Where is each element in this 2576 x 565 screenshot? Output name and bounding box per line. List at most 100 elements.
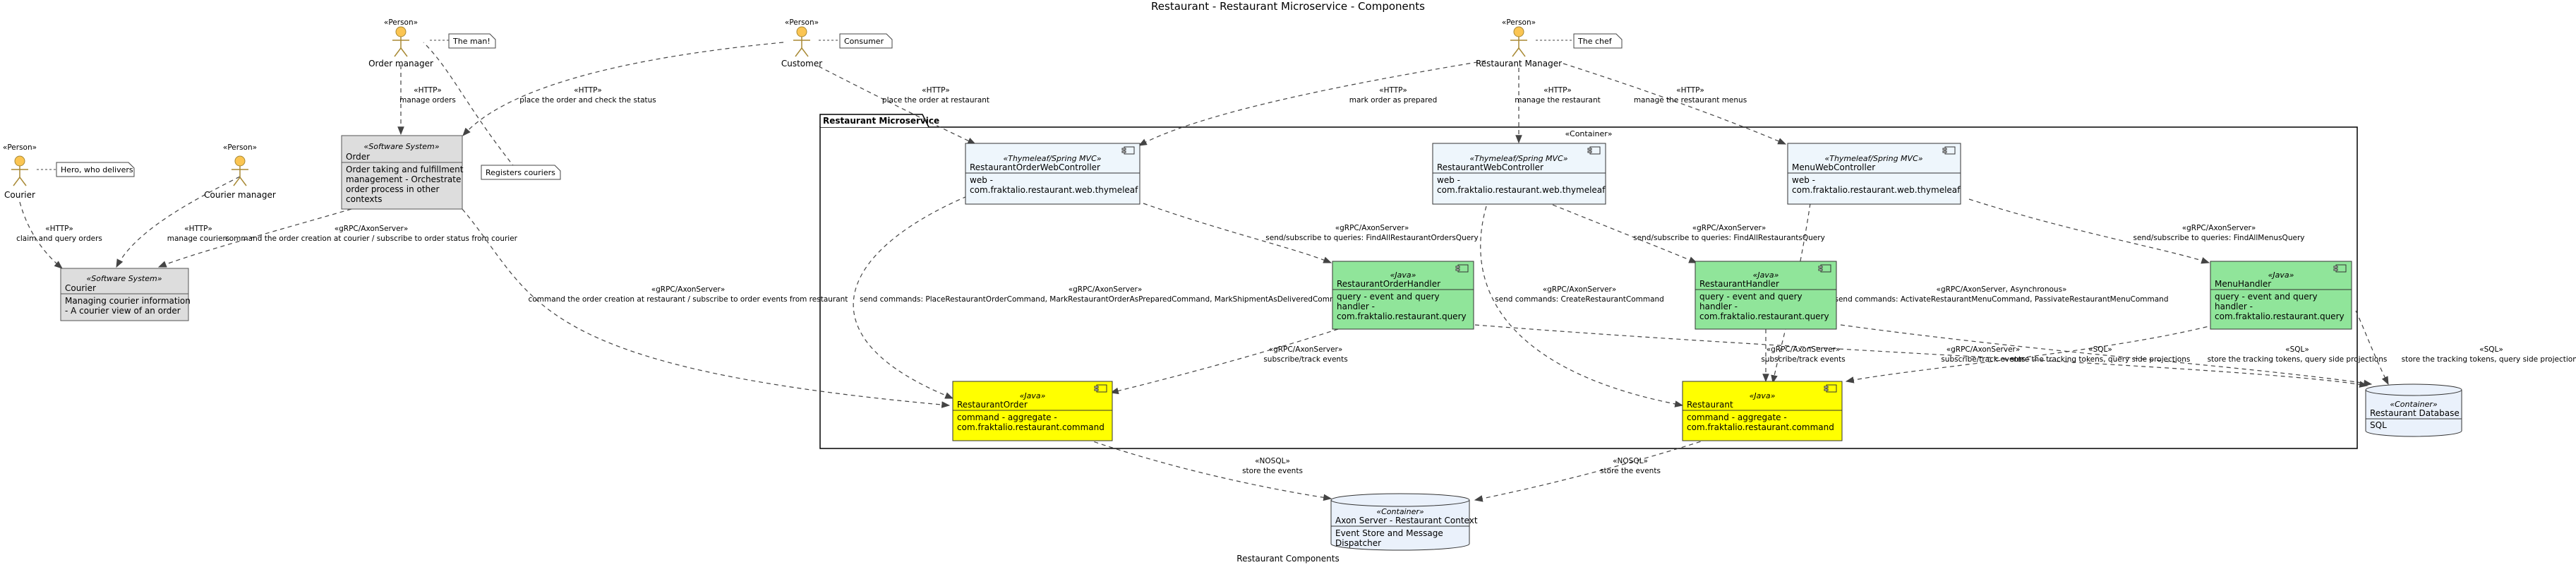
person-icon: [11, 155, 28, 186]
edge-label-om-order: «HTTP»manage orders: [399, 86, 456, 105]
component-menu-handler: «Java» MenuHandler query - event and que…: [2210, 261, 2352, 330]
component-name: MenuHandler: [2215, 279, 2271, 289]
note-text: The man!: [452, 37, 490, 46]
edge-label-mh-r: «gRPC/AxonServer»subscribe/track events: [1941, 345, 2025, 364]
database-desc: SQL: [2370, 420, 2387, 430]
note-text: Hero, who delivers: [61, 165, 133, 174]
edge-r-axon: [1474, 439, 1709, 502]
person-order-manager: «Person» Order manager: [368, 18, 433, 69]
note-order-manager: The man!: [430, 33, 496, 49]
edge-cust-rowc: [818, 66, 977, 145]
component-restaurant-web-controller: «Thymeleaf/Spring MVC» RestaurantWebCont…: [1432, 143, 1606, 205]
edge-label-cust-order: «HTTP»place the order and check the stat…: [519, 86, 656, 105]
system-courier: «Software System» Courier Managing couri…: [60, 268, 191, 321]
edge-cm-cs: [116, 176, 241, 268]
edge-label-roh-ro: «gRPC/AxonServer»subscribe/track events: [1263, 345, 1347, 364]
diagram-title: Restaurant - Restaurant Microservice - C…: [1151, 0, 1425, 13]
edge-rowc-ro: [853, 196, 968, 399]
edge-label-rh-r: «gRPC/AxonServer»subscribe/track events: [1761, 345, 1845, 364]
person-courier: «Person» Courier: [3, 143, 37, 200]
component-restaurant: «Java» Restaurant command - aggregate -c…: [1682, 381, 1843, 441]
system-name: Order: [346, 152, 370, 162]
edge-label-order-cs: «gRPC/AxonServer»command the order creat…: [225, 225, 518, 243]
edge-cust-order: [462, 42, 784, 136]
note-restaurant-manager: The chef: [1536, 33, 1623, 49]
system-stereotype: «Software System»: [86, 274, 162, 283]
edge-mwc-mh: [1968, 198, 2210, 264]
edge-label-courier-cs: «HTTP»claim and query orders: [16, 225, 102, 243]
edge-label-rh-db: «SQL»store the tracking tokens, query si…: [2208, 345, 2388, 364]
database-stereotype: «Container»: [2390, 400, 2438, 409]
edge-label-rm-mwc: «HTTP»manage the restaurant menus: [1634, 86, 1747, 105]
person-stereotype: «Person»: [384, 18, 418, 27]
edge-roh-db: [1474, 324, 2369, 388]
person-name: Courier: [4, 190, 35, 200]
edge-mh-db: [2355, 310, 2389, 386]
person-stereotype: «Person»: [223, 143, 257, 152]
component-name: RestaurantOrderWebController: [970, 162, 1100, 172]
restaurant-microservice-boundary: Restaurant Microservice «Container»: [819, 114, 2358, 449]
edge-roh-ro: [1109, 328, 1339, 395]
edge-label-r-axon: «NOSQL»store the events: [1600, 457, 1661, 475]
component-stereotype: «Java»: [1020, 391, 1046, 400]
edge-rwc-rh: [1552, 204, 1698, 263]
note-text: Consumer: [844, 37, 884, 46]
person-stereotype: «Person»: [785, 18, 819, 27]
person-stereotype: «Person»: [3, 143, 37, 152]
component-desc: command - aggregate -com.fraktalio.resta…: [1687, 412, 1834, 432]
note-registers-couriers: Registers couriers: [481, 165, 561, 180]
edge-order-cs: [157, 208, 352, 268]
component-name: MenuWebController: [1792, 162, 1875, 172]
person-icon: [392, 26, 409, 57]
person-icon: [793, 26, 810, 57]
component-stereotype: «Java»: [2268, 270, 2294, 280]
system-name: Courier: [65, 283, 96, 293]
database-stereotype: «Container»: [1376, 507, 1424, 516]
edge-label-roh-db: «SQL»store the tracking tokens, query si…: [2011, 345, 2191, 364]
component-restaurant-order-web-controller: «Thymeleaf/Spring MVC» RestaurantOrderWe…: [965, 143, 1140, 205]
edge-label-rowc-roh: «gRPC/AxonServer»send/subscribe to queri…: [1265, 224, 1478, 242]
component-stereotype: «Java»: [1750, 391, 1776, 400]
person-icon: [1510, 26, 1527, 57]
boundary-label: Restaurant Microservice: [823, 116, 939, 126]
person-name: Customer: [781, 59, 822, 69]
edge-label-rm-rowc: «HTTP»mark order as prepared: [1349, 86, 1438, 105]
edge-mwc-r: [1771, 203, 1811, 384]
note-text: The chef: [1577, 37, 1613, 46]
edge-rm-mwc: [1563, 63, 1787, 145]
component-desc: command - aggregate -com.fraktalio.resta…: [957, 412, 1105, 432]
component-stereotype: «Java»: [1390, 270, 1416, 280]
component-desc: web -com.fraktalio.restaurant.web.thymel…: [1437, 175, 1606, 195]
system-order: «Software System» Order Order taking and…: [341, 135, 464, 210]
note-text: Registers couriers: [486, 168, 555, 177]
person-courier-manager: «Person» Courier manager: [204, 143, 276, 200]
component-stereotype: «Thymeleaf/Spring MVC»: [1469, 154, 1567, 163]
person-icon: [231, 155, 248, 186]
note-customer: Consumer: [819, 33, 893, 49]
edge-order-ro: [462, 208, 951, 408]
edge-label-mwc-r: «gRPC/AxonServer, Asynchronous»send comm…: [1835, 285, 2169, 304]
edge-label-rm-rwc: «HTTP»manage the restaurant: [1515, 86, 1601, 105]
edges-group: [19, 42, 2389, 502]
person-name: Restaurant Manager: [1476, 59, 1562, 69]
component-name: Restaurant: [1687, 400, 1733, 410]
person-stereotype: «Person»: [1502, 18, 1536, 27]
edge-label-rwc-rh: «gRPC/AxonServer»send/subscribe to queri…: [1633, 224, 1825, 242]
component-desc: web -com.fraktalio.restaurant.web.thymel…: [1792, 175, 1961, 195]
component-name: RestaurantWebController: [1437, 162, 1543, 172]
component-restaurant-order-handler: «Java» RestaurantOrderHandler query - ev…: [1332, 261, 1474, 330]
person-name: Order manager: [368, 59, 433, 69]
boundary-stereotype: «Container»: [1565, 129, 1612, 138]
component-restaurant-order: «Java» RestaurantOrder command - aggrega…: [952, 381, 1113, 441]
database-name: Axon Server - Restaurant Context: [1335, 516, 1478, 525]
edge-courier-cs: [19, 201, 63, 269]
edge-labels: «HTTP»manage orders «HTTP»place the orde…: [16, 86, 2576, 475]
person-name: Courier manager: [204, 190, 276, 200]
component-stereotype: «Java»: [1753, 270, 1779, 280]
edge-rh-db: [1840, 324, 2373, 387]
